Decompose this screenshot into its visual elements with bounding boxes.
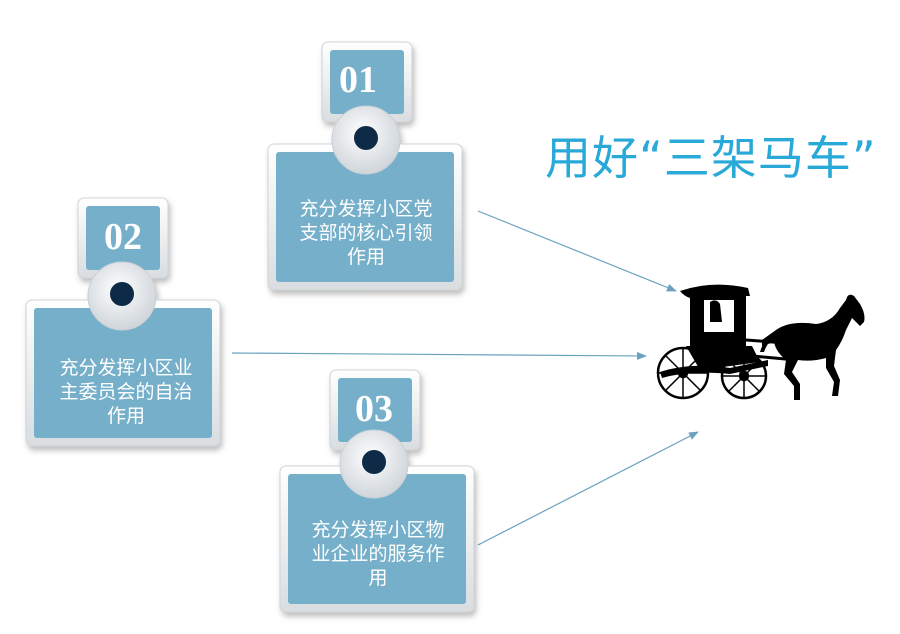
card-03-text: 充分发挥小区物 业企业的服务作 用 bbox=[311, 519, 445, 589]
card-02-number: 02 bbox=[104, 216, 142, 258]
card-03 bbox=[279, 369, 475, 613]
card-01-text: 充分发挥小区党 支部的核心引领 作用 bbox=[299, 198, 433, 268]
arrow-02-to-carriage bbox=[231, 351, 647, 360]
arrow-01-to-carriage bbox=[477, 210, 677, 292]
card-02-text: 充分发挥小区业 主委员会的自治 作用 bbox=[59, 357, 193, 427]
horse-carriage-icon bbox=[656, 284, 865, 400]
card-02 bbox=[25, 197, 221, 447]
main-title: 用好“三架马车” bbox=[545, 131, 877, 185]
card-03-number: 03 bbox=[355, 388, 393, 430]
card-01 bbox=[267, 41, 463, 291]
arrow-03-to-carriage bbox=[477, 431, 699, 546]
card-01-number: 01 bbox=[339, 59, 377, 101]
